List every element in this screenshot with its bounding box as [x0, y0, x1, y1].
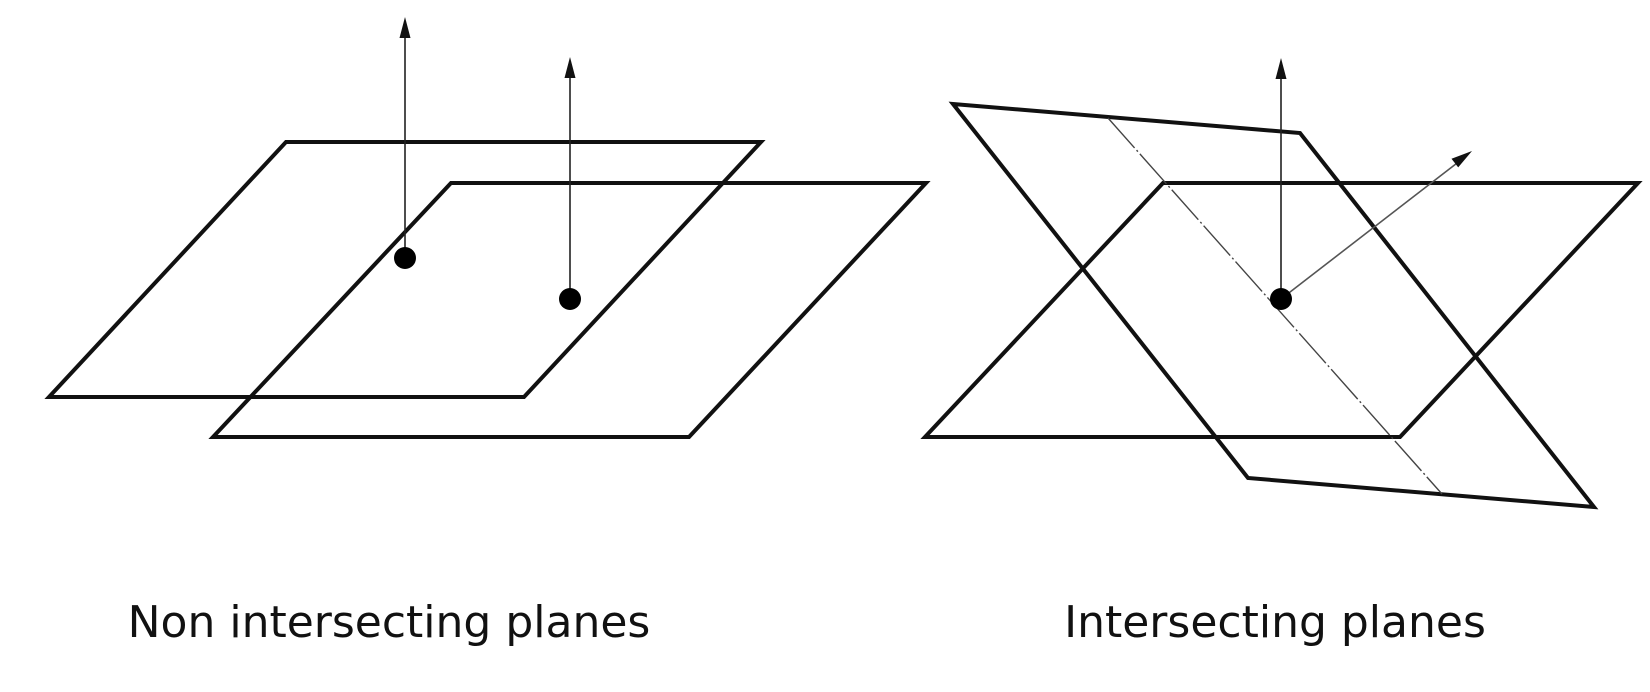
left-plane-back	[44, 140, 766, 399]
right-plane-tilted	[948, 101, 1599, 510]
left-normal-arrowhead-2	[564, 57, 576, 78]
left-caption: Non intersecting planes	[128, 597, 651, 648]
right-caption: Intersecting planes	[1064, 597, 1486, 648]
left-point-2	[559, 288, 581, 310]
intersecting-planes-figure: Intersecting planes	[920, 58, 1643, 648]
right-normal-arrowhead-tilted	[1451, 151, 1472, 168]
right-normal-arrowhead-vertical	[1275, 58, 1287, 79]
right-point	[1270, 288, 1292, 310]
left-plane-front	[208, 181, 931, 439]
non-intersecting-planes-figure: Non intersecting planes	[44, 17, 931, 648]
left-normal-arrowhead-1	[399, 17, 411, 38]
right-normal-vector-tilted	[1280, 159, 1462, 300]
right-plane-horizontal	[920, 181, 1643, 439]
left-point-1	[394, 247, 416, 269]
